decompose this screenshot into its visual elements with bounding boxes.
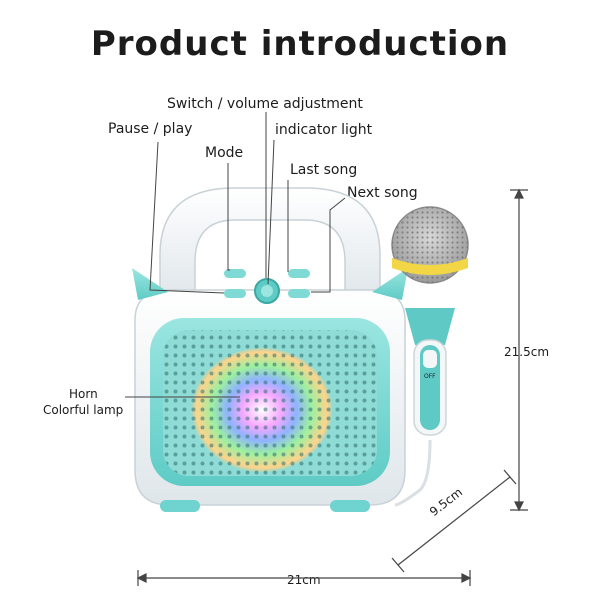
label-next-song: Next song <box>347 185 418 201</box>
control-panel <box>224 269 310 304</box>
label-indicator-light: indicator light <box>275 122 373 138</box>
speaker-grille <box>150 318 390 486</box>
last-song-button[interactable] <box>288 269 310 278</box>
label-switch-volume: Switch / volume adjustment <box>167 96 363 112</box>
indicator-light-icon <box>261 285 273 297</box>
dimension-lines <box>136 188 528 586</box>
mode-button[interactable] <box>224 269 246 278</box>
speaker-handle <box>159 187 381 301</box>
label-horn: Horn <box>69 387 98 401</box>
callout-lines <box>125 112 346 398</box>
dimension-width-label: 21cm <box>287 573 321 587</box>
mic-ring <box>392 258 468 275</box>
label-mode: Mode <box>205 145 244 161</box>
mic-off-label: OFF <box>424 373 436 380</box>
dimension-height-label: 21.5cm <box>504 345 550 359</box>
microphone <box>391 206 469 507</box>
next-song-button[interactable] <box>288 289 310 298</box>
label-colorful-lamp: Colorful lamp <box>43 403 124 417</box>
label-last-song: Last song <box>290 162 358 178</box>
page-title: Product introduction <box>90 24 510 64</box>
label-pause-play: Pause / play <box>108 121 193 137</box>
mic-power-switch[interactable] <box>423 350 437 368</box>
pause-play-button[interactable] <box>224 289 246 298</box>
